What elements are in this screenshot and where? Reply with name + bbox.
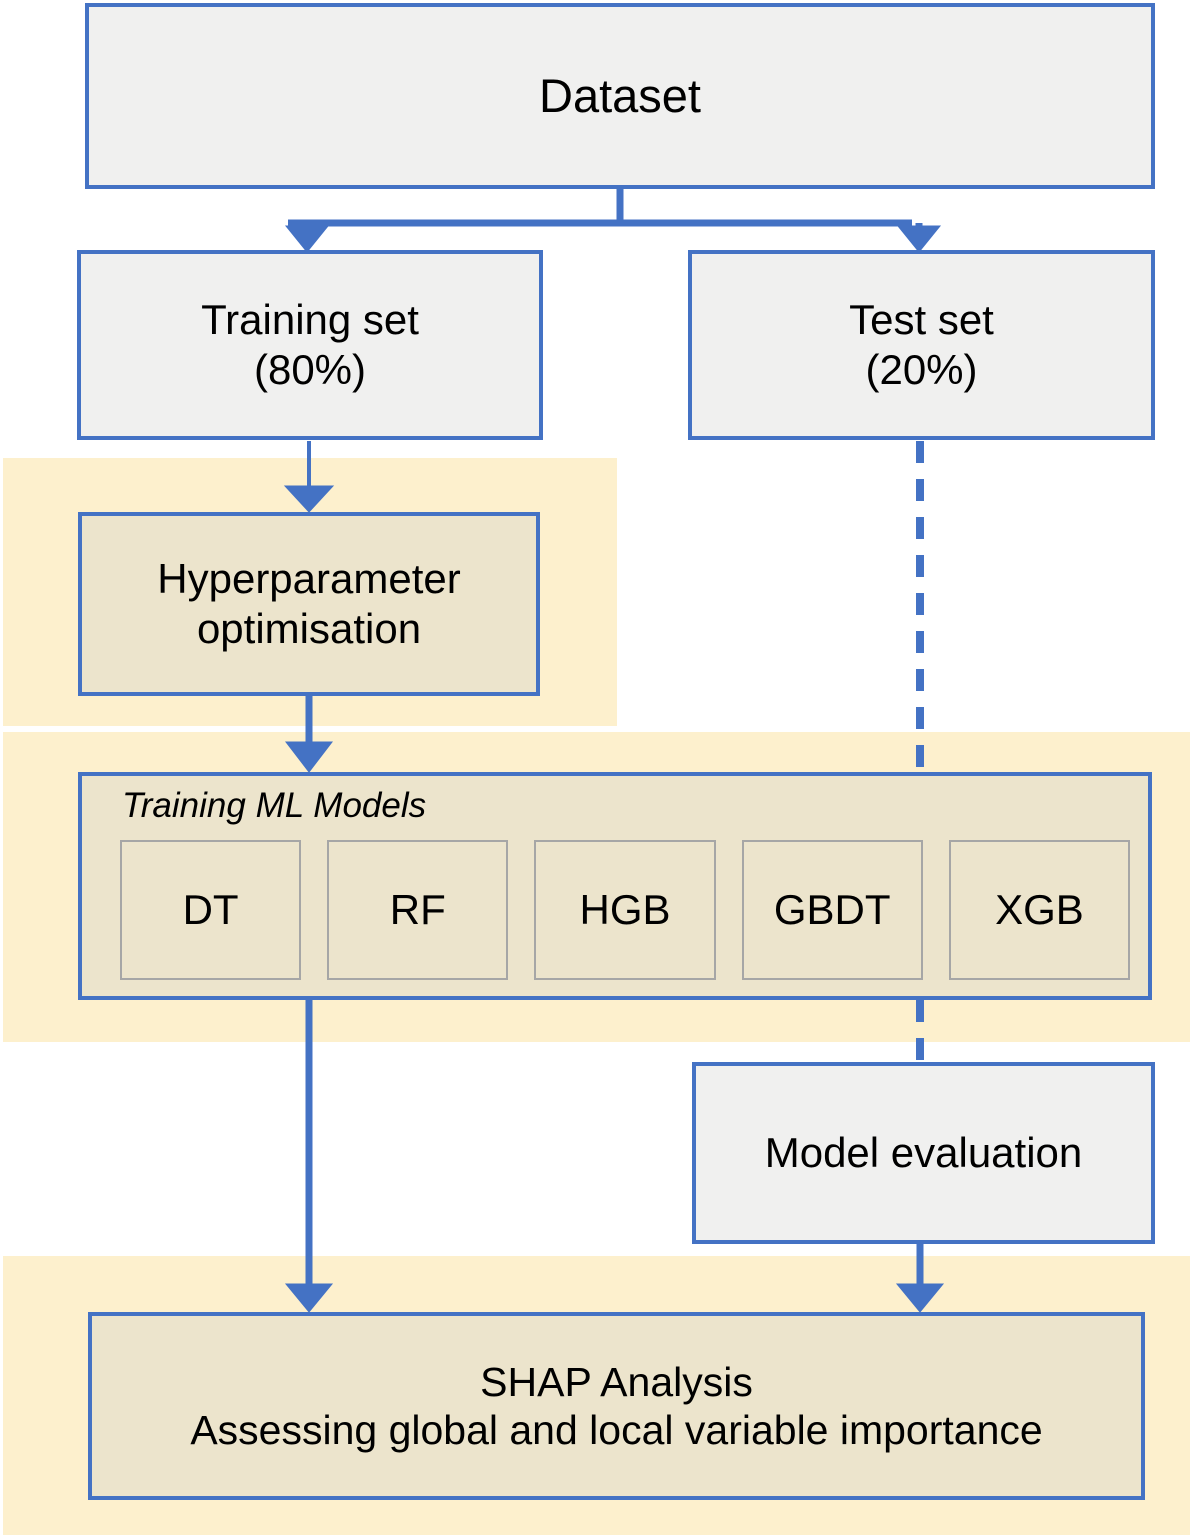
- node-model-evaluation[interactable]: Model evaluation: [692, 1062, 1155, 1244]
- node-training-ml-models[interactable]: Training ML Models DT RF HGB GBDT XGB: [78, 772, 1152, 1000]
- node-hyperparameter-optimisation[interactable]: Hyperparameter optimisation: [78, 512, 540, 696]
- node-shap-analysis-subtitle: Assessing global and local variable impo…: [190, 1407, 1043, 1453]
- training-ml-models-list: DT RF HGB GBDT XGB: [120, 840, 1131, 980]
- model-chip-gbdt[interactable]: GBDT: [741, 840, 923, 980]
- node-test-set-label: Test set: [849, 296, 994, 344]
- node-test-set[interactable]: Test set (20%): [688, 250, 1155, 440]
- model-chip-rf[interactable]: RF: [327, 840, 509, 980]
- node-training-set-label: Training set: [201, 296, 419, 344]
- node-dataset-label: Dataset: [539, 69, 701, 123]
- node-training-set[interactable]: Training set (80%): [77, 250, 543, 440]
- node-shap-analysis-title: SHAP Analysis: [480, 1358, 753, 1405]
- node-shap-analysis[interactable]: SHAP Analysis Assessing global and local…: [88, 1312, 1145, 1500]
- node-training-set-percent: (80%): [253, 346, 367, 393]
- node-dataset[interactable]: Dataset: [85, 3, 1155, 189]
- node-model-evaluation-label: Model evaluation: [764, 1129, 1083, 1177]
- training-ml-models-title: Training ML Models: [122, 786, 427, 825]
- model-chip-dt[interactable]: DT: [120, 840, 302, 980]
- node-hyperparameter-label-line2: optimisation: [196, 605, 422, 652]
- model-chip-hgb[interactable]: HGB: [534, 840, 716, 980]
- node-test-set-percent: (20%): [865, 346, 978, 393]
- model-chip-xgb[interactable]: XGB: [948, 840, 1131, 980]
- node-hyperparameter-label-line1: Hyperparameter: [157, 555, 461, 603]
